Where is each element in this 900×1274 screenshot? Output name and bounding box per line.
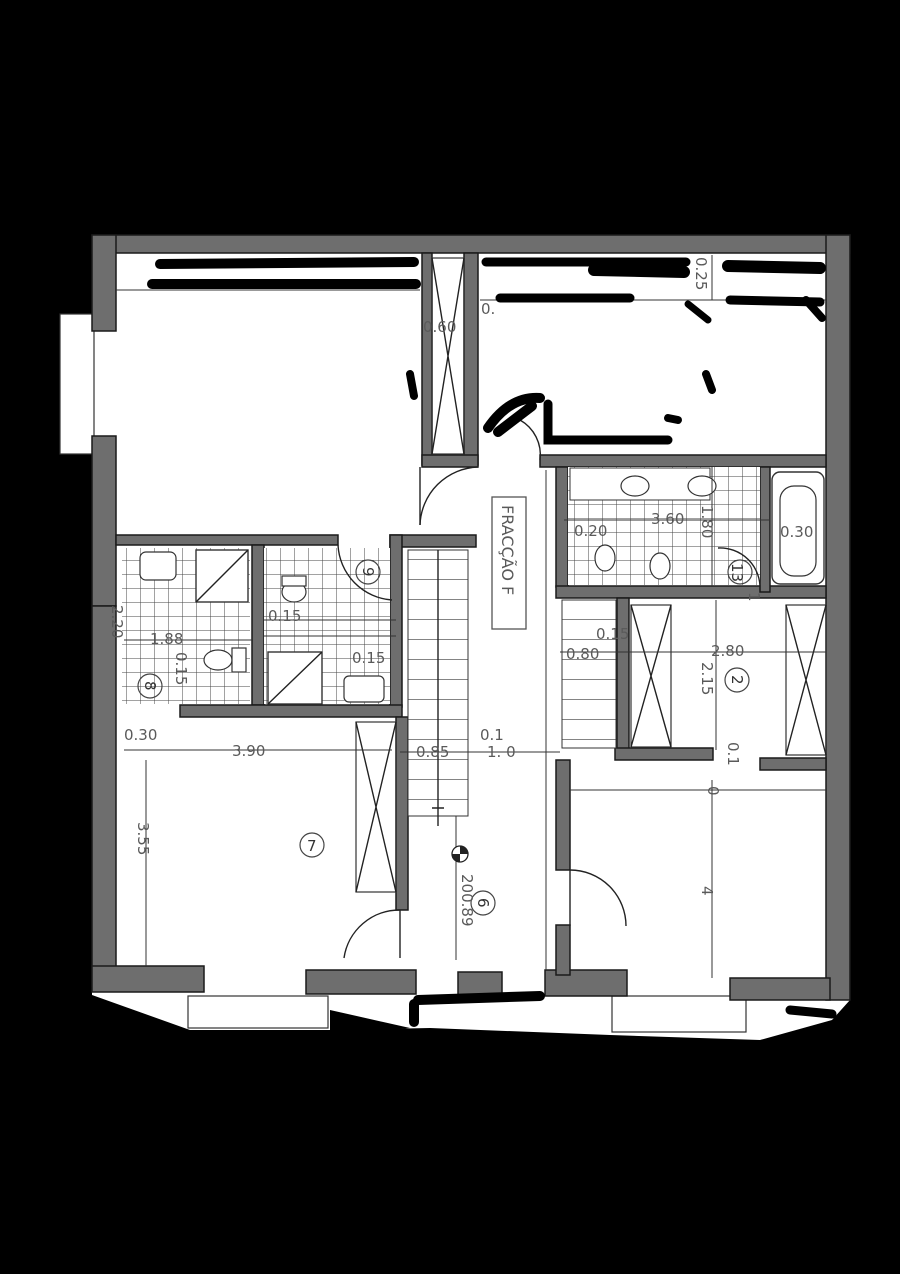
dimension-labels: 0.60 0.25 0. 0.20 3.60 1.80 0.30 0.15 0.… (108, 257, 813, 927)
dim-0-15-c: 0.15 (172, 652, 190, 685)
bathroom-left (122, 548, 250, 704)
room-numbers: 7 9 8 6 2 13 (137, 559, 753, 916)
dim-1: 1 (745, 592, 763, 602)
dim-0-30-left: 0.30 (124, 726, 157, 744)
dim-0-15-a: 0.15 (268, 607, 301, 625)
bathtub (771, 471, 825, 585)
dim-3-90: 3.90 (232, 742, 265, 760)
dim-3-60: 3.60 (651, 510, 684, 528)
dim-0-25: 0.25 (692, 257, 710, 290)
dim-0-85: 0.85 (416, 743, 449, 761)
washbasin (687, 475, 717, 497)
room-6-label: 6 (474, 898, 492, 908)
room-9-label: 9 (359, 567, 377, 577)
bidet (649, 552, 671, 580)
bottom-left-window-frame (187, 995, 329, 1029)
bottom-right-window-frame (611, 995, 747, 1033)
dim-2-20: 2.20 (108, 605, 126, 638)
washbasin (343, 675, 385, 703)
washbasin (139, 551, 177, 581)
level-value: 200.89 (458, 874, 476, 927)
outer-walls (91, 234, 851, 1001)
dim-0-1-a: 0.1 (480, 726, 504, 744)
unit-label-box: FRACÇÃO F (491, 496, 527, 630)
level-marker (451, 845, 469, 863)
redaction-marks (147, 257, 837, 1027)
unit-label: FRACÇÃO F (498, 505, 517, 595)
bottom-mask (330, 1010, 410, 1036)
toilet (203, 649, 233, 671)
dim-0-15-b: 0.15 (352, 649, 385, 667)
room-2-label: 2 (728, 675, 746, 685)
dim-2-15: 2.15 (698, 662, 716, 695)
dim-4: 4 (698, 886, 716, 896)
room-13-label: 13 (728, 563, 746, 582)
dim-2-80: 2.80 (711, 642, 744, 660)
dim-0-15-d: 0.15 (596, 625, 629, 643)
left-balcony (59, 313, 95, 455)
dim-1-0: 1. 0 (487, 743, 516, 761)
doors (337, 419, 761, 959)
dim-0-1-b: 0.1 (724, 742, 742, 766)
washbasin (620, 475, 650, 497)
room-8-label: 8 (141, 681, 159, 691)
toilet (594, 544, 616, 572)
wardrobe-middle-right (785, 604, 827, 756)
bathroom-right (568, 467, 825, 585)
dim-0-60: 0.60 (423, 318, 456, 336)
room-7-label: 7 (307, 837, 317, 855)
dim-3-55: 3.55 (134, 822, 152, 855)
staircase-small (561, 599, 617, 749)
staircase-main (407, 549, 469, 826)
dim-1-88: 1.88 (150, 630, 183, 648)
wardrobe-top (431, 257, 465, 455)
dim-0: 0 (704, 786, 722, 796)
dim-1-80: 1.80 (698, 505, 716, 538)
wardrobes (355, 257, 827, 893)
dim-0-80: 0.80 (566, 645, 599, 663)
interior-walls (115, 252, 827, 976)
bathroom-middle (264, 548, 390, 705)
dim-0-20: 0.20 (574, 522, 607, 540)
wardrobe-middle-left (630, 604, 672, 748)
dim-0-30-bath: 0.30 (780, 523, 813, 541)
dim-0-dot: 0. (481, 300, 495, 318)
